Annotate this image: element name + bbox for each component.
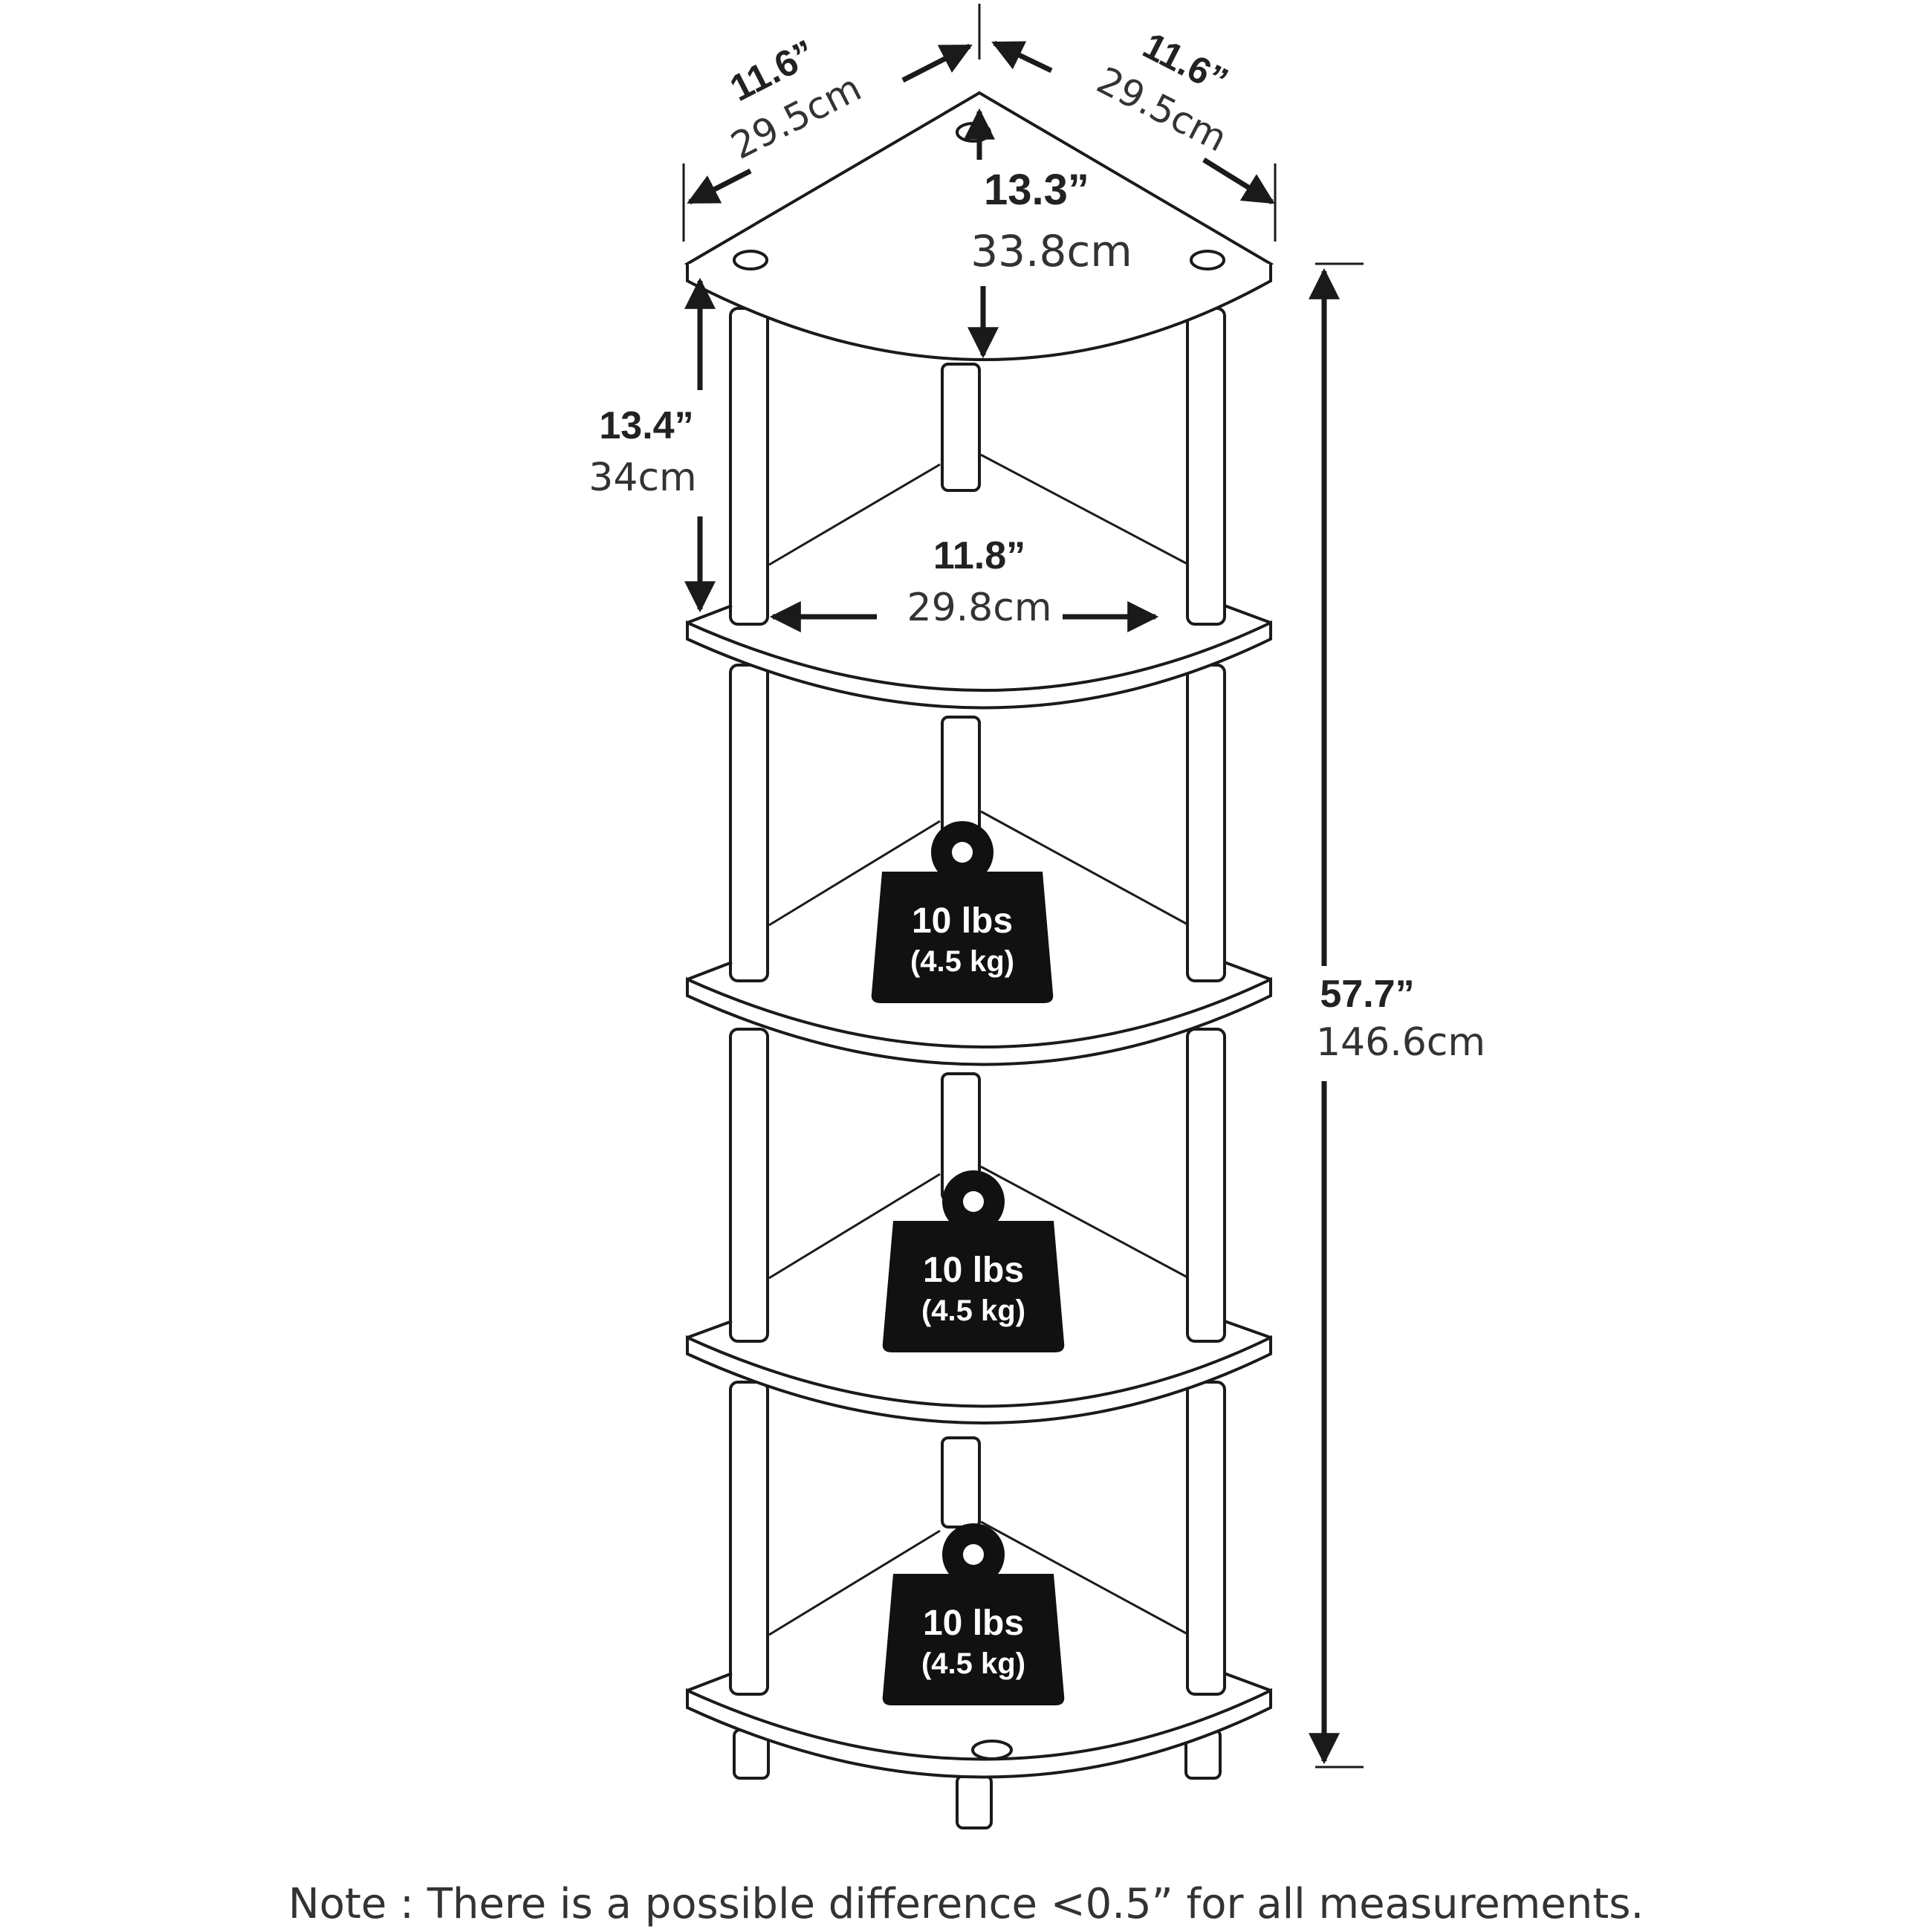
front-posts	[729, 307, 1226, 1780]
back-posts	[941, 363, 993, 1829]
depth-cm: 33.8cm	[970, 226, 1132, 276]
dimension-lines	[682, 4, 1364, 1769]
shelf-gap-inches: 13.4”	[599, 404, 693, 447]
weight-badge-2: 10 lbs (4.5 kg)	[882, 1170, 1065, 1352]
depth-inches: 13.3”	[984, 166, 1089, 214]
top-shelf	[684, 91, 1274, 361]
weight-badge-3: 10 lbs (4.5 kg)	[882, 1523, 1065, 1705]
weight-label: 10 lbs	[923, 1604, 1024, 1643]
weight-badge-1: 10 lbs (4.5 kg)	[871, 821, 1054, 1003]
bottom-shelf	[686, 1672, 1272, 1779]
shelf-2	[686, 604, 1272, 710]
shelf-unit	[684, 91, 1274, 1829]
measurement-note: Note : There is a possible difference <0…	[288, 1880, 1644, 1928]
height-cm: 146.6cm	[1316, 1020, 1485, 1065]
weight-icon	[882, 1221, 1065, 1352]
shelf-4	[686, 1320, 1272, 1424]
inner-width-cm: 29.8cm	[907, 586, 1051, 630]
height-inches: 57.7”	[1320, 973, 1414, 1016]
weight-icon	[871, 872, 1054, 1003]
weight-sublabel: (4.5 kg)	[921, 1647, 1025, 1680]
back-corner-lines	[768, 453, 1190, 1636]
shelf-gap-cm: 34cm	[589, 456, 696, 500]
weight-sublabel: (4.5 kg)	[921, 1294, 1025, 1327]
weight-label: 10 lbs	[912, 901, 1013, 941]
shelf-3	[686, 961, 1272, 1066]
weight-label: 10 lbs	[923, 1251, 1024, 1290]
weight-icon	[882, 1574, 1065, 1705]
weight-sublabel: (4.5 kg)	[910, 945, 1014, 978]
inner-width-inches: 11.8”	[933, 534, 1025, 577]
